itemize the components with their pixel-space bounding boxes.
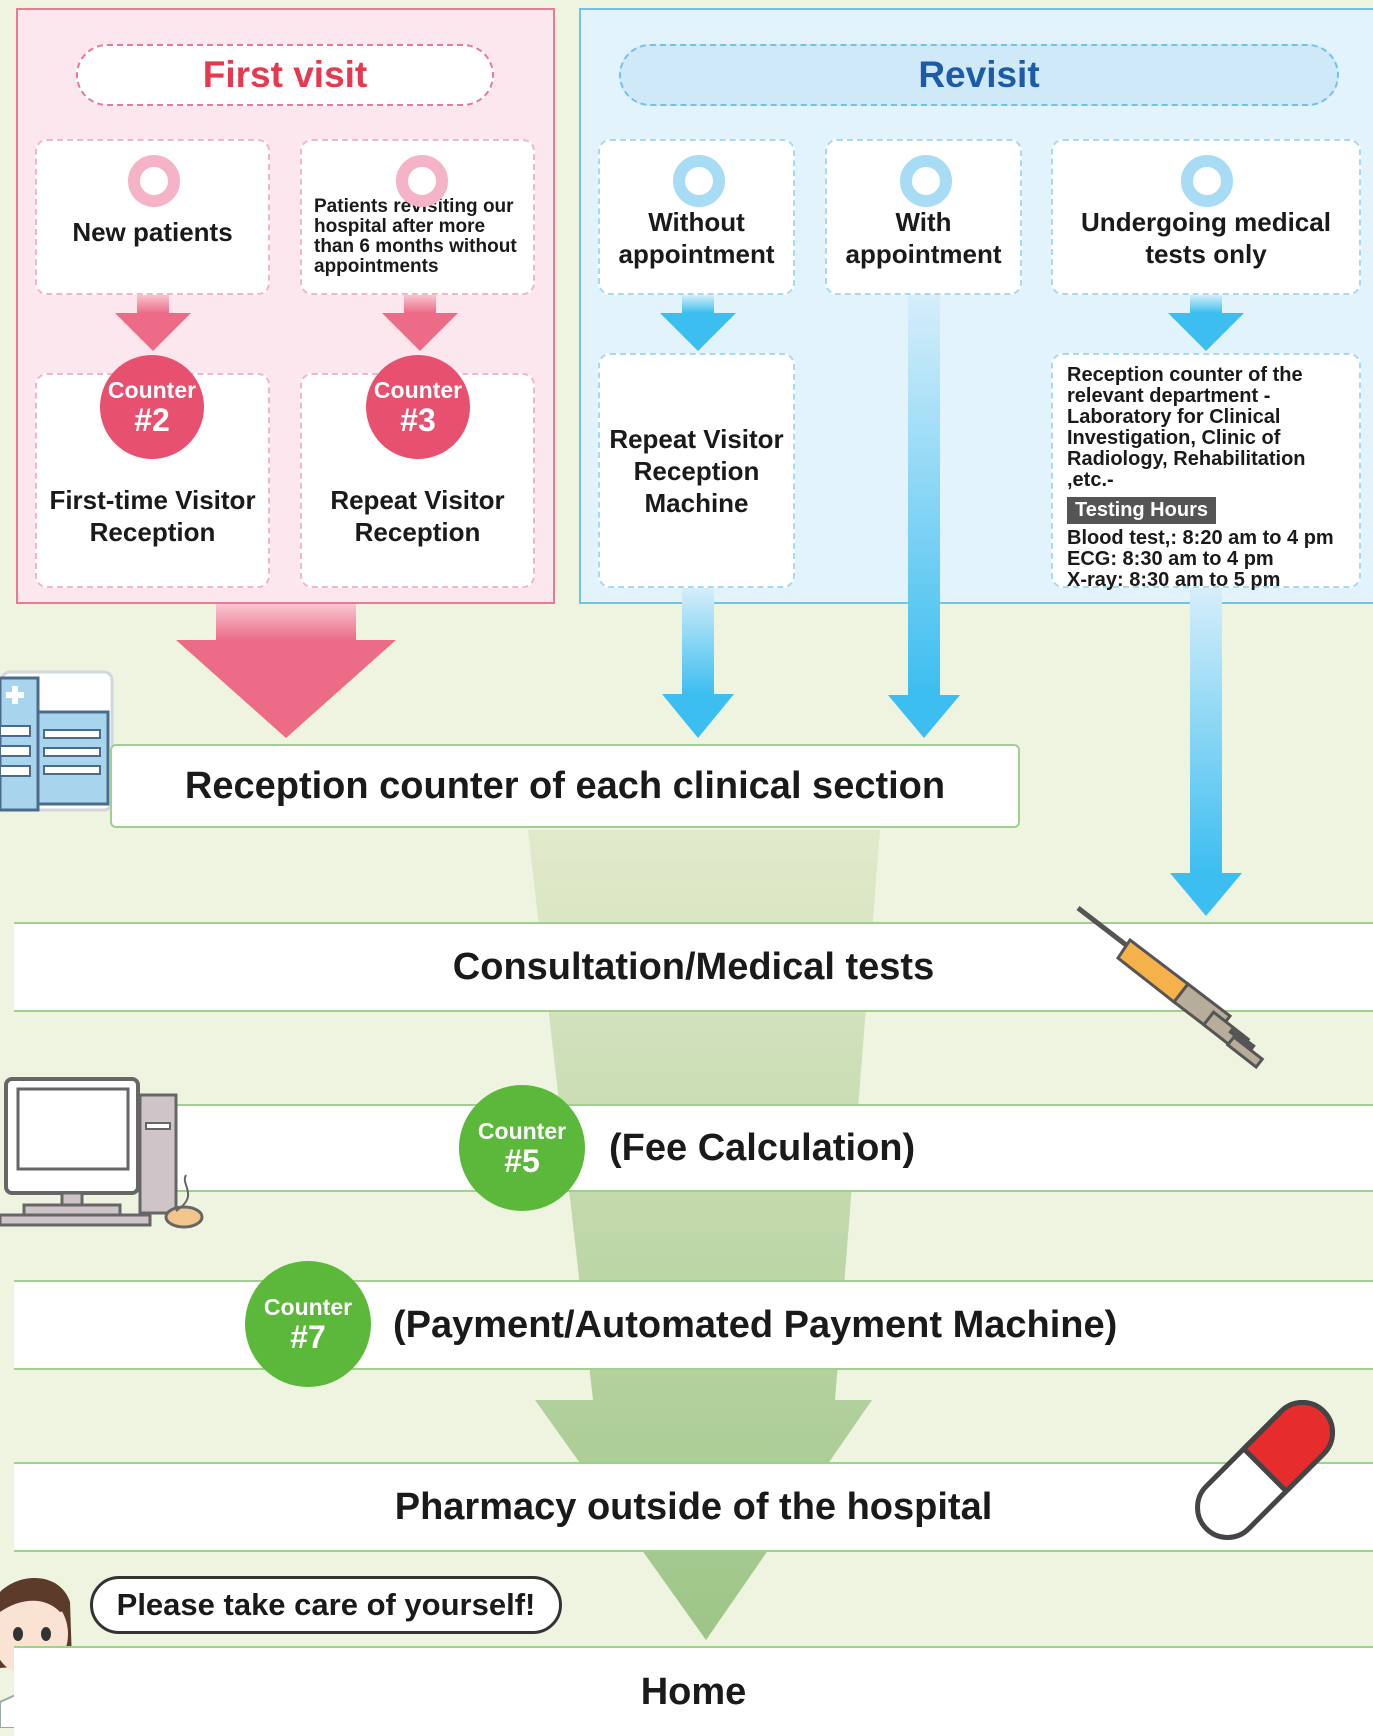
blue-ring-icon: [673, 155, 725, 207]
fee-calculation-label: (Fee Calculation): [609, 1126, 916, 1169]
counter-2-badge: Counter #2: [100, 355, 204, 459]
syringe-icon: [1076, 906, 1265, 1070]
new-patients-label: New patients: [72, 217, 233, 247]
counter-label: Counter: [477, 1118, 567, 1144]
payment-step: (Payment/Automated Payment Machine): [14, 1280, 1373, 1370]
payment-label: (Payment/Automated Payment Machine): [393, 1303, 1118, 1346]
pharmacy-step: Pharmacy outside of the hospital: [14, 1462, 1373, 1552]
speech-bubble: Please take care of yourself!: [90, 1576, 562, 1634]
counter-3-badge: Counter #3: [366, 355, 470, 459]
pink-ring-icon: [396, 155, 448, 207]
blue-down-arrow: [660, 295, 736, 351]
capsule-icon: [1195, 1400, 1335, 1540]
tests-only-label: Undergoing medical tests only: [1081, 207, 1331, 269]
blue-long-arrow-tests: [1170, 588, 1242, 916]
pharmacy-label: Pharmacy outside of the hospital: [394, 1485, 993, 1528]
first-time-reception-label: First-time Visitor Reception: [49, 484, 256, 547]
pink-ring-icon: [128, 155, 180, 207]
blue-ring-icon: [1181, 155, 1233, 207]
revisiting-patients-card: Patients revisiting our hospital after m…: [300, 139, 535, 295]
reception-machine-card: Repeat Visitor Reception Machine: [598, 353, 795, 588]
clinical-section-reception: Reception counter of each clinical secti…: [110, 744, 1020, 828]
blue-down-arrow: [1168, 295, 1244, 351]
counter-number: #7: [290, 1319, 326, 1355]
counter-number: #5: [504, 1143, 540, 1179]
revisiting-patients-label: Patients revisiting our hospital after m…: [314, 196, 517, 277]
revisit-title: Revisit: [619, 44, 1339, 106]
counter-5-badge: Counter #5: [459, 1085, 585, 1211]
testing-hours-ecg: ECG: 8:30 am to 4 pm: [1067, 548, 1274, 570]
consultation-step: Consultation/Medical tests: [14, 922, 1373, 1012]
testing-hours-xray: X-ray: 8:30 am to 5 pm: [1067, 569, 1281, 591]
pink-down-arrow: [115, 295, 191, 351]
fee-calculation-step: (Fee Calculation): [14, 1104, 1373, 1192]
hospital-building-icon: [0, 670, 114, 812]
blue-long-arrow-machine: [662, 588, 734, 738]
reception-machine-label: Repeat Visitor Reception Machine: [609, 423, 784, 518]
pink-down-arrow: [382, 295, 458, 351]
repeat-reception-label: Repeat Visitor Reception: [330, 484, 505, 547]
blue-long-arrow-appointment: [888, 295, 960, 738]
counter-label: Counter: [107, 377, 197, 403]
home-label: Home: [640, 1670, 747, 1713]
department-reception-card: Reception counter of the relevant depart…: [1051, 353, 1361, 591]
without-appointment-card: Without appointment: [598, 139, 795, 295]
with-appointment-label: With appointment: [845, 207, 1002, 269]
counter-number: #2: [134, 402, 170, 438]
testing-hours-blood: Blood test,: 8:20 am to 4 pm: [1067, 527, 1334, 549]
department-reception-label: Reception counter of the relevant depart…: [1067, 364, 1306, 491]
consultation-label: Consultation/Medical tests: [452, 945, 935, 988]
without-appointment-label: Without appointment: [618, 207, 775, 269]
testing-hours-tag: Testing Hours: [1067, 497, 1216, 524]
home-step: Home: [14, 1646, 1373, 1736]
counter-number: #3: [400, 402, 436, 438]
tests-only-card: Undergoing medical tests only: [1051, 139, 1361, 295]
pink-large-down-arrow: [176, 604, 396, 738]
counter-7-badge: Counter #7: [245, 1261, 371, 1387]
first-visit-title: First visit: [76, 44, 494, 106]
blue-ring-icon: [900, 155, 952, 207]
computer-icon: [0, 1077, 204, 1229]
counter-label: Counter: [263, 1294, 353, 1320]
counter-label: Counter: [373, 377, 463, 403]
